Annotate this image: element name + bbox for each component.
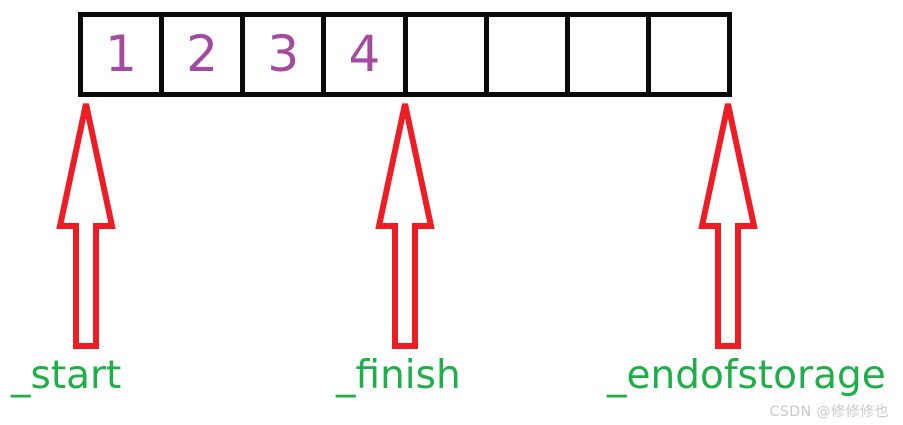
pointer-label-endofstorage: _endofstorage bbox=[607, 353, 886, 398]
array-cell: 4 bbox=[326, 17, 408, 92]
up-arrow-icon bbox=[374, 101, 436, 349]
up-arrow-icon bbox=[55, 101, 117, 349]
array-cell-value: 2 bbox=[186, 24, 219, 83]
array-container: 1 2 3 4 bbox=[78, 12, 732, 97]
up-arrow-icon bbox=[697, 101, 759, 349]
array-cell: 2 bbox=[164, 17, 246, 92]
array-cell-value: 1 bbox=[105, 24, 137, 83]
array-cell: 1 bbox=[83, 17, 165, 92]
array-cell bbox=[407, 17, 489, 92]
array-cell-value: 4 bbox=[348, 24, 381, 83]
array-cell bbox=[488, 17, 570, 92]
array-cell bbox=[650, 17, 727, 92]
array-cell: 3 bbox=[245, 17, 327, 92]
pointer-label-start: _start bbox=[11, 353, 122, 398]
watermark: CSDN @修修修也 bbox=[769, 404, 889, 420]
array-cell bbox=[569, 17, 651, 92]
array-cell-value: 3 bbox=[267, 24, 300, 83]
pointer-label-finish: _finish bbox=[336, 353, 461, 398]
